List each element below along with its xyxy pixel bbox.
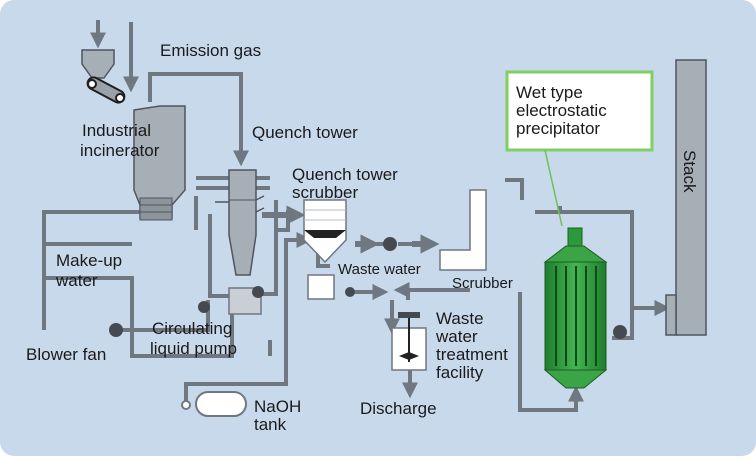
label-waste-water: Waste water [338,261,421,278]
wesp-callout-leader [544,149,563,227]
label-stack: Stack [680,150,699,193]
quench-tower [228,169,257,276]
wet-electrostatic-precipitator [543,227,608,389]
feed-hopper [81,49,115,79]
label-quench-tower-scrubber-1: Quench tower [292,165,398,184]
label-wwt-4: facility [436,363,484,382]
label-blower-fan: Blower fan [26,345,106,364]
label-scrubber: Scrubber [452,275,513,292]
label-circulating-2: liquid pump [150,339,237,358]
naoh-tank [195,391,247,417]
label-makeup-1: Make-up [56,251,122,270]
label-discharge: Discharge [360,399,437,418]
waste-water-tank [307,274,335,300]
scrubber-unit [439,189,487,271]
conveyor [86,76,126,104]
label-quench-tower-scrubber-2: scrubber [292,183,358,202]
label-wesp-1: Wet type [516,83,583,102]
label-wwt-2: water [435,327,478,346]
label-makeup-2: water [55,271,98,290]
label-emission-gas: Emission gas [160,41,261,60]
label-wesp-3: precipitator [516,119,600,138]
label-quench-tower: Quench tower [252,123,358,142]
label-naoh-2: tank [254,415,287,434]
stack [665,59,707,336]
label-naoh-1: NaOH [254,397,301,416]
label-wwt-3: treatment [436,345,508,364]
label-wwt-1: Waste [436,309,484,328]
waste-water-treatment-unit [391,312,427,371]
label-incinerator: incinerator [80,141,160,160]
label-circulating-1: Circulating [152,319,232,338]
label-industrial: Industrial [82,121,151,140]
incinerator-base [139,197,173,221]
pump-icon [109,237,627,339]
wesp-callout-box [505,70,654,152]
label-wesp-2: electrostatic [516,101,607,120]
gas-duct [262,205,440,254]
